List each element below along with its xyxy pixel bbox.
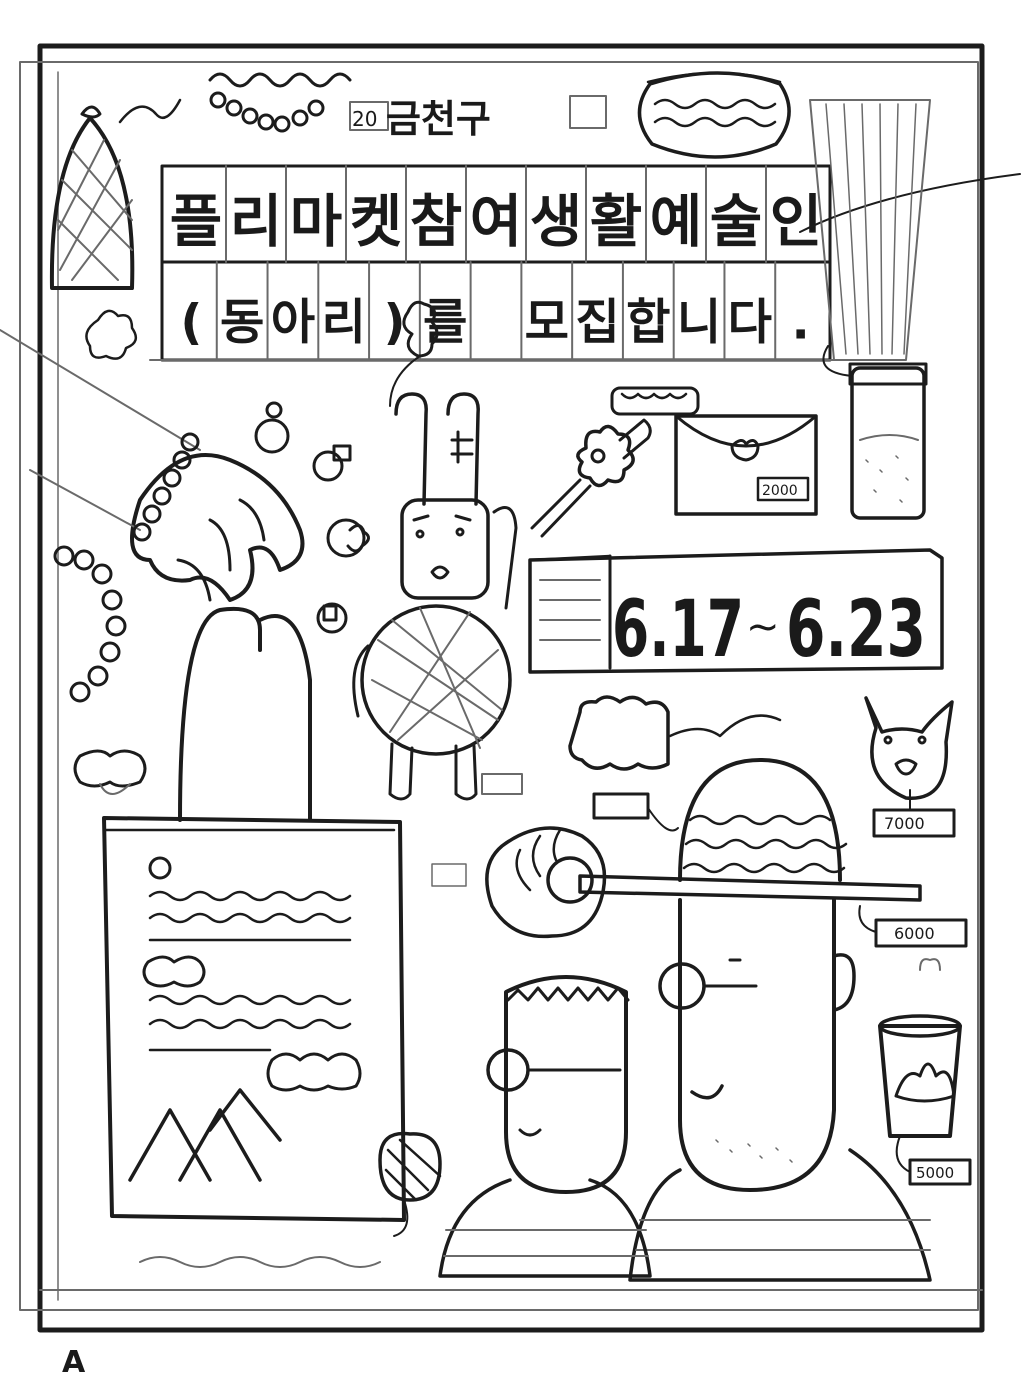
- pot-icon: [637, 71, 791, 159]
- price-tag-1: 7000: [884, 814, 925, 833]
- cup-icon: 5000: [878, 958, 972, 1186]
- corner-mark: A: [62, 1345, 86, 1375]
- envelope-icon: 2000: [610, 386, 818, 516]
- headline-char: 켓: [350, 189, 402, 255]
- rabbit-doll-icon: [352, 300, 518, 801]
- headline-char: 여: [470, 189, 522, 255]
- headline-char: 인: [770, 189, 822, 255]
- headline-char: 동: [220, 294, 264, 350]
- price-tag-2: 6000: [894, 924, 935, 943]
- headline-char: 합: [626, 294, 670, 350]
- headline-char: 활: [590, 189, 642, 255]
- headline-char: 참: [410, 189, 462, 255]
- date-separator: ~: [746, 604, 780, 650]
- headline-char: 플: [170, 189, 222, 255]
- net-bag-icon: [49, 105, 138, 360]
- headline-char: 아: [271, 294, 315, 350]
- headline-char: 모: [525, 294, 569, 350]
- poster-frame: [19, 43, 985, 1333]
- short-person-icon: [438, 975, 652, 1278]
- headline-char: 다: [728, 294, 772, 350]
- flower-hairpin-icon: [530, 418, 652, 538]
- top-label: 금천구: [386, 97, 491, 141]
- dog-badge-icon: 7000: [864, 696, 956, 838]
- bead-string-icon: [53, 545, 127, 703]
- headline-char: 집: [575, 294, 619, 350]
- tote-bag-icon: [102, 607, 442, 1268]
- curtain-jar-icon: [809, 99, 931, 520]
- price-tag-3: 5000: [916, 1164, 954, 1182]
- top-label-prefix: 20: [352, 107, 377, 131]
- hand-icon: [0, 329, 305, 602]
- headline-char: 리: [230, 189, 282, 255]
- charm-icons: [254, 401, 370, 634]
- headline-char: 를: [423, 294, 467, 350]
- headline-char: (: [180, 294, 202, 350]
- tall-person-icon: [628, 758, 932, 1282]
- date-box: 6.17 ~ 6.23: [528, 548, 944, 675]
- price-tag-group: 6000: [858, 905, 968, 948]
- headline-char: 니: [677, 294, 721, 350]
- date-start: 6.17: [612, 585, 744, 675]
- headline-char: 생: [530, 189, 582, 255]
- headline-char: 술: [710, 189, 762, 255]
- headline-char: .: [791, 294, 809, 350]
- small-tags: [431, 773, 679, 887]
- headline-char: ): [383, 294, 405, 350]
- date-end: 6.23: [786, 585, 926, 675]
- bracelet-beads: [132, 432, 200, 542]
- yarn-needle-icon: [485, 826, 922, 939]
- top-decorations: 20 금천구: [118, 72, 607, 141]
- headline-char: 예: [650, 189, 702, 255]
- small-price-tag: 2000: [762, 483, 798, 499]
- headline-char: 마: [290, 189, 342, 255]
- hair-tie-icon: [73, 695, 782, 795]
- headline-char: 리: [322, 294, 366, 350]
